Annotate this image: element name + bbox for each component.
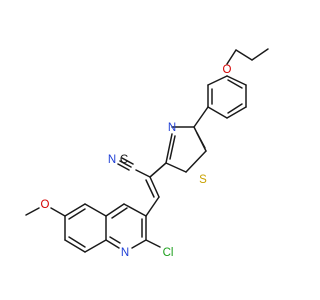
- bond: [169, 135, 176, 160]
- bond: [121, 157, 134, 165]
- bond: [235, 49, 253, 61]
- bond: [207, 75, 228, 86]
- bond: [165, 133, 173, 164]
- bond: [117, 163, 130, 171]
- bond: [109, 236, 121, 244]
- chlorine-label: Cl: [163, 247, 174, 259]
- bond: [145, 196, 160, 217]
- methoxy-oxygen-label: O: [41, 199, 50, 211]
- bond: [111, 207, 128, 219]
- bond: [68, 236, 86, 248]
- bond: [123, 203, 147, 217]
- nitrile-nitrogen-label: N: [108, 154, 116, 166]
- bond: [50, 207, 66, 217]
- bond: [196, 132, 206, 149]
- quinoline-nitrogen-label: N: [121, 247, 129, 259]
- bond: [68, 208, 86, 220]
- bond: [64, 203, 86, 217]
- bond: [84, 239, 107, 253]
- molecule-structure: O N C N S O N Cl: [25, 48, 269, 259]
- bond: [251, 48, 269, 61]
- bond: [227, 103, 243, 114]
- atom-labels: O N C N S O N Cl: [41, 64, 232, 259]
- bond: [145, 239, 161, 248]
- bond: [226, 49, 237, 65]
- bond: [64, 239, 86, 253]
- bond: [207, 106, 228, 119]
- bond: [131, 239, 147, 249]
- ether-oxygen-label: O: [223, 64, 232, 76]
- bond: [149, 176, 160, 198]
- bonds: [25, 48, 269, 253]
- bond: [185, 150, 207, 173]
- nitrile-carbon-label: C: [120, 154, 128, 166]
- bond: [226, 75, 247, 86]
- bond: [135, 169, 151, 178]
- bond: [145, 179, 155, 198]
- bond: [84, 203, 107, 217]
- bond: [226, 106, 247, 119]
- bond: [105, 239, 120, 249]
- bond: [149, 162, 167, 178]
- thiazole-sulfur-label: S: [199, 174, 207, 186]
- bond: [227, 79, 243, 89]
- bond: [25, 207, 40, 216]
- bond: [119, 160, 132, 168]
- thiazole-nitrogen-label: N: [168, 122, 176, 134]
- bond: [105, 203, 125, 217]
- bond: [193, 106, 209, 128]
- molecule-canvas: O N C N S O N Cl: [25, 48, 269, 259]
- bond: [165, 162, 187, 173]
